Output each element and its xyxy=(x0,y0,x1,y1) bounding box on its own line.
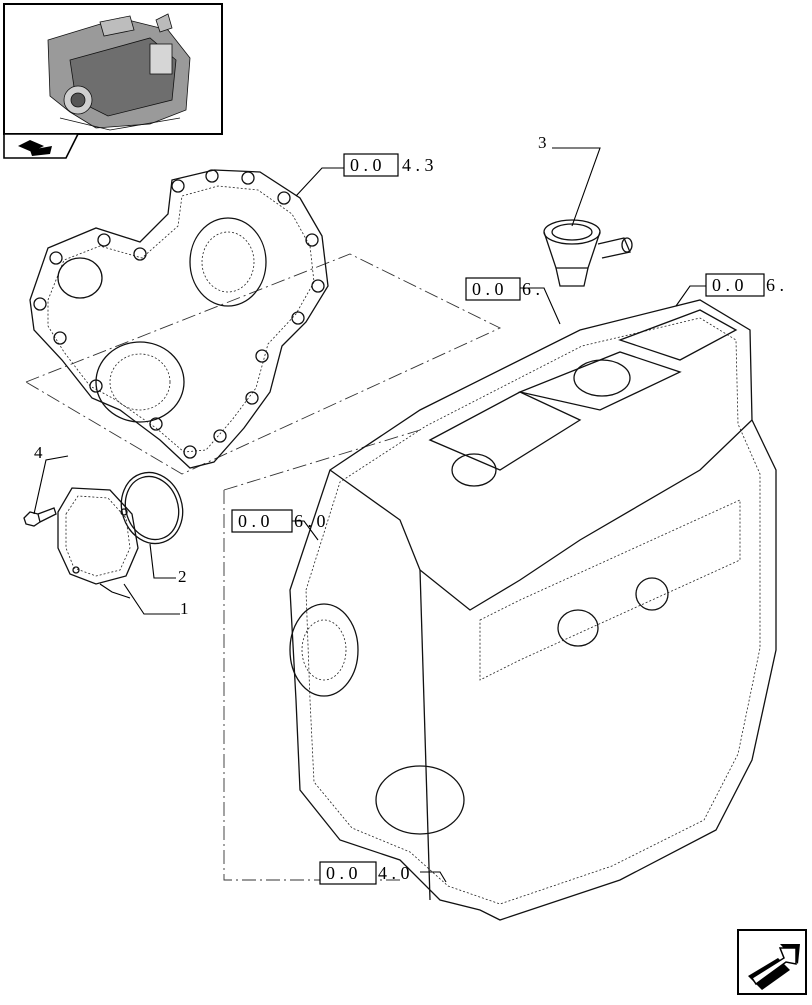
svg-text:0 . 0: 0 . 0 xyxy=(326,863,358,883)
svg-text:0 . 0: 0 . 0 xyxy=(712,275,744,295)
svg-text:6 .: 6 . xyxy=(522,279,540,299)
ref-box-06-right[interactable]: 0 . 0 6 . xyxy=(705,273,784,297)
timing-cover-group-frame xyxy=(24,253,502,475)
engine-block-group-frame xyxy=(223,429,421,881)
oil-filler-part xyxy=(543,219,633,287)
engine-thumbnail-icon[interactable] xyxy=(3,3,223,135)
engine-block xyxy=(289,299,777,921)
svg-text:0 . 0: 0 . 0 xyxy=(238,511,270,531)
cover-plate-part xyxy=(57,487,139,585)
bolt-part xyxy=(23,507,57,527)
callout-4: 4 xyxy=(34,443,43,462)
ref-box-043[interactable]: 0 . 0 4 . 3 xyxy=(343,153,434,177)
svg-text:0 . 0: 0 . 0 xyxy=(472,279,504,299)
ref-box-040[interactable]: 0 . 0 4 . 0 xyxy=(319,861,410,885)
callout-2: 2 xyxy=(178,567,187,586)
timing-cover-assembly xyxy=(29,169,329,469)
callout-1: 1 xyxy=(180,599,189,618)
callout-3: 3 xyxy=(538,133,547,152)
svg-text:6 . 0: 6 . 0 xyxy=(294,511,326,531)
svg-text:0 . 0: 0 . 0 xyxy=(350,155,382,175)
ref-box-060[interactable]: 0 . 0 6 . 0 xyxy=(231,509,326,533)
svg-text:6 .: 6 . xyxy=(766,275,784,295)
page-corner-icon xyxy=(3,133,80,159)
svg-text:4 . 0: 4 . 0 xyxy=(378,863,410,883)
ref-box-06-left[interactable]: 0 . 0 6 . xyxy=(465,277,540,301)
o-ring-part xyxy=(120,471,184,545)
leader-lines xyxy=(33,147,706,883)
next-page-arrow-icon[interactable] xyxy=(737,929,807,995)
svg-text:4 . 3: 4 . 3 xyxy=(402,155,434,175)
